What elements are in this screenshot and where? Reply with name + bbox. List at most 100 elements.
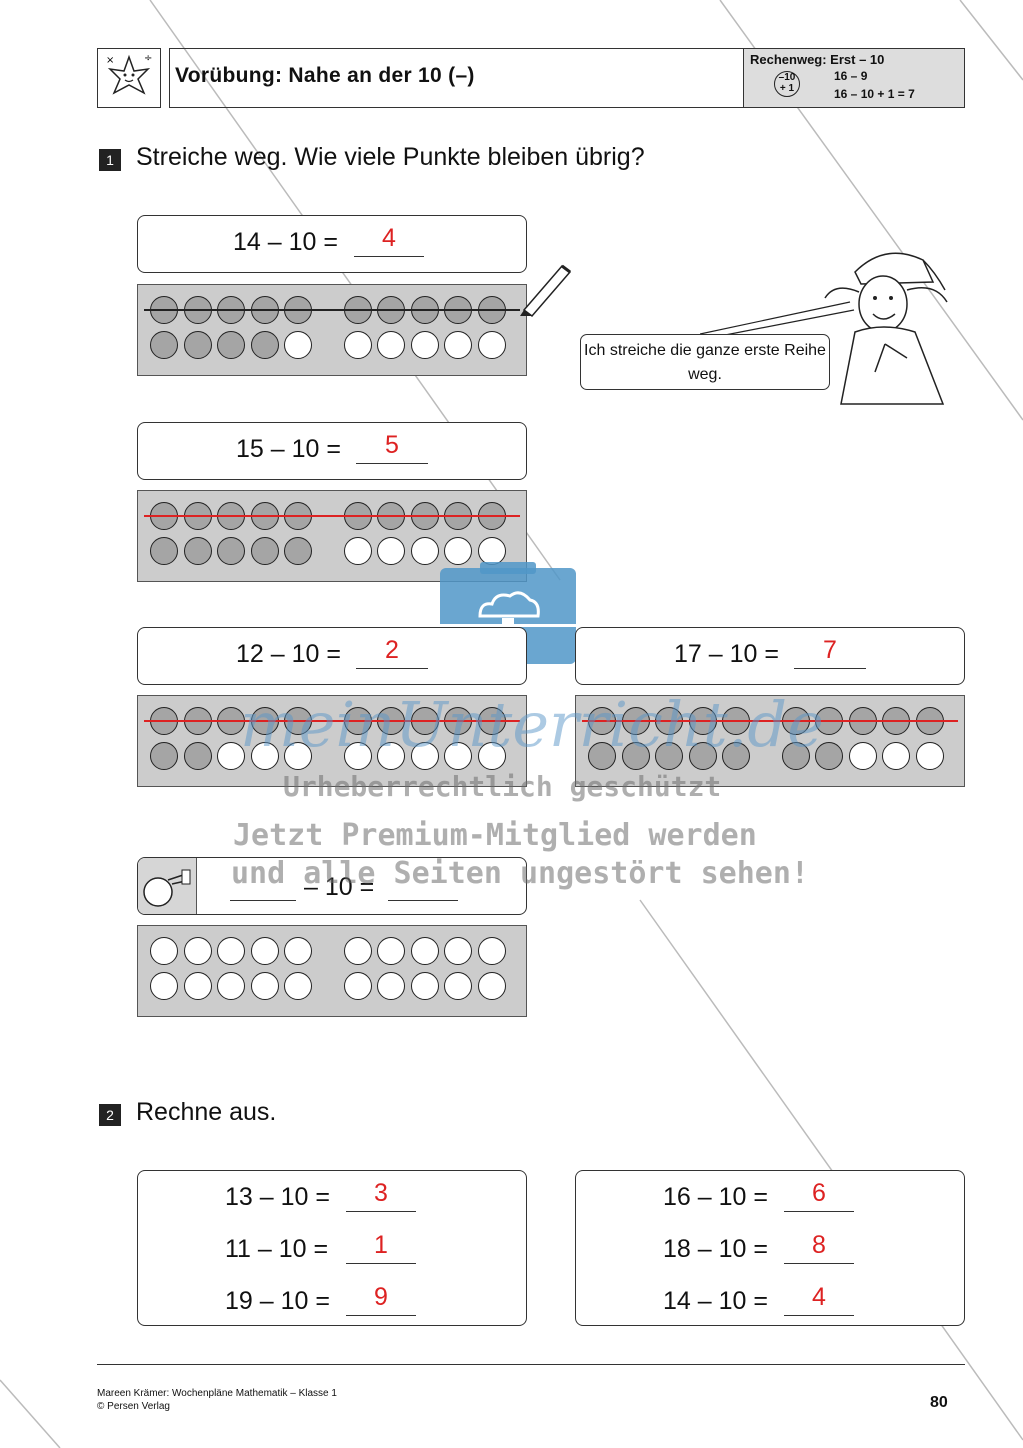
worksheet-header: × ÷ Vorübung: Nahe an der 10 (–) Rechenw…: [97, 48, 965, 108]
dot: [588, 742, 616, 770]
method-title: Rechenweg: Erst – 10: [750, 52, 885, 67]
answer-field[interactable]: 6: [784, 1181, 854, 1212]
dot-panel: [137, 925, 527, 1017]
footer-credit: Mareen Krämer: Wochenpläne Mathematik – …: [97, 1388, 337, 1399]
dot: [410, 742, 439, 770]
task-1-instruction: Streiche weg. Wie viele Punkte bleiben ü…: [136, 143, 645, 171]
dot: [781, 742, 810, 770]
speech-pointer: [700, 301, 855, 337]
dot: [250, 742, 279, 770]
dot: [410, 937, 439, 965]
dot: [150, 537, 178, 565]
dot: [250, 972, 279, 1000]
dot: [343, 537, 372, 565]
page-number: 80: [930, 1394, 948, 1411]
equation-text: 14 – 10 =: [663, 1287, 768, 1315]
answer-field[interactable]: 3: [346, 1181, 416, 1212]
dot: [377, 331, 405, 359]
watermark-line-2: Jetzt Premium-Mitglied werden: [233, 818, 757, 853]
strike-line: [144, 720, 520, 722]
speech-bubble: Ich streiche die ganze erste Reihe weg.: [580, 334, 830, 390]
dot: [410, 331, 439, 359]
equation-box: [575, 627, 965, 685]
equation-box: [137, 215, 527, 273]
equation-text: 16 – 10 =: [663, 1183, 768, 1211]
pencil-icon: [520, 264, 572, 318]
footer-divider: [97, 1364, 965, 1365]
equation-text: 13 – 10 =: [225, 1183, 330, 1211]
answer-field[interactable]: 2: [356, 638, 428, 669]
dot: [444, 972, 472, 1000]
dot: [848, 742, 877, 770]
equation-group-right: [575, 1170, 965, 1326]
girl-illustration: [824, 252, 948, 405]
strike-line: [582, 720, 958, 722]
dot: [444, 742, 472, 770]
dot: [915, 742, 944, 770]
answer-field[interactable]: 4: [354, 226, 424, 257]
title-box: [169, 48, 744, 108]
dot: [815, 742, 843, 770]
dot: [343, 937, 372, 965]
dot: [377, 937, 405, 965]
task-number-2: 2: [99, 1104, 121, 1126]
dot: [688, 742, 717, 770]
dot: [150, 972, 178, 1000]
dot: [477, 331, 506, 359]
watermark-line-3: und alle Seiten ungestört sehen!: [231, 856, 809, 891]
dot-panel: [137, 490, 527, 582]
dot: [250, 937, 279, 965]
method-badge: –10 + 1: [774, 71, 800, 97]
footer-publisher: © Persen Verlag: [97, 1401, 170, 1412]
dot: [377, 537, 405, 565]
dot: [150, 331, 178, 359]
answer-field[interactable]: 4: [784, 1285, 854, 1316]
dot: [477, 537, 506, 565]
dot: [284, 537, 312, 565]
dot: [444, 537, 472, 565]
dot: [477, 937, 506, 965]
dot: [410, 537, 439, 565]
dot: [183, 742, 212, 770]
dot: [217, 537, 245, 565]
equation-text: 18 – 10 =: [663, 1235, 768, 1263]
dot: [444, 331, 472, 359]
answer-field[interactable]: 8: [784, 1233, 854, 1264]
equation-text: 14 – 10 =: [233, 228, 338, 256]
dot: [284, 331, 312, 359]
answer-field[interactable]: 9: [346, 1285, 416, 1316]
answer-field[interactable]: 1: [346, 1233, 416, 1264]
watermark-line-1: Urheberrechtlich geschützt: [283, 770, 722, 803]
dot: [217, 937, 245, 965]
dot: [444, 937, 472, 965]
dot: [621, 742, 650, 770]
dot: [183, 937, 212, 965]
dot: [477, 742, 506, 770]
dot: [655, 742, 683, 770]
dot: [284, 742, 312, 770]
dot: [410, 972, 439, 1000]
dot: [343, 742, 372, 770]
dot: [217, 331, 245, 359]
task-number-1: 1: [99, 149, 121, 171]
dot: [343, 331, 372, 359]
star-mascot-logo: × ÷: [97, 48, 161, 108]
answer-field-blank-1[interactable]: [230, 870, 296, 901]
task-2-instruction: Rechne aus.: [136, 1098, 277, 1126]
dot: [477, 972, 506, 1000]
dot: [250, 537, 279, 565]
equation-text: 11 – 10 =: [225, 1235, 329, 1263]
answer-field[interactable]: 7: [794, 638, 866, 669]
answer-field[interactable]: 5: [356, 433, 428, 464]
equation-text: – 10 =: [304, 873, 375, 901]
dot: [183, 972, 212, 1000]
dot: [150, 937, 178, 965]
method-box: Rechenweg: Erst – 10 –10 + 1 16 – 9 16 –…: [743, 48, 965, 108]
equation-box: [137, 627, 527, 685]
dot: [250, 331, 279, 359]
answer-field[interactable]: [388, 870, 458, 901]
dot: [284, 937, 312, 965]
equation-text: 15 – 10 =: [236, 435, 341, 463]
page-title: Vorübung: Nahe an der 10 (–): [175, 64, 475, 87]
equation-group-left: [137, 1170, 527, 1326]
